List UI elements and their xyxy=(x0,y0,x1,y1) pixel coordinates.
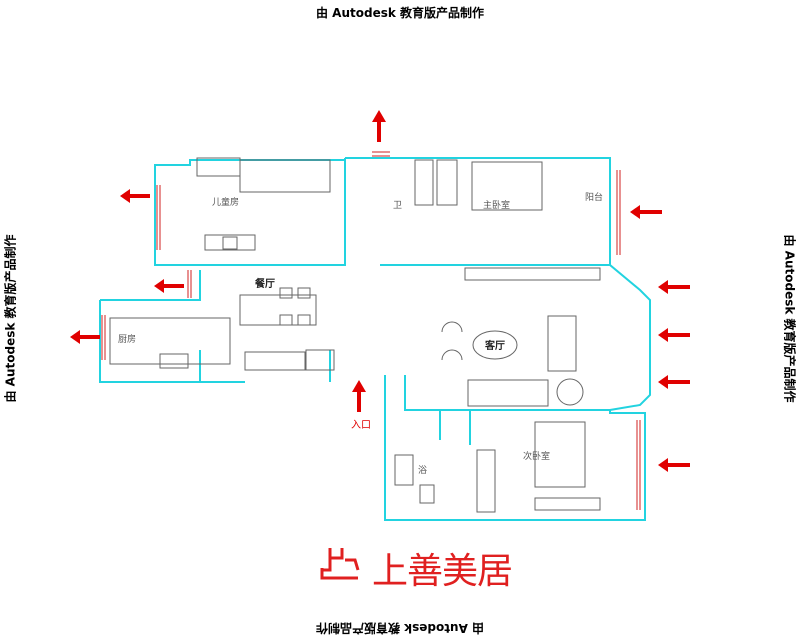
label-living: 客厅 xyxy=(484,339,505,352)
arrow-left-icon xyxy=(658,458,690,472)
arrow-entrance-icon xyxy=(352,380,366,412)
label-second-bedroom: 次卧室 xyxy=(523,450,550,462)
label-bath-2: 浴 xyxy=(418,465,427,476)
walls xyxy=(99,157,651,521)
label-entrance: 入口 xyxy=(351,420,371,431)
label-kitchen: 厨房 xyxy=(118,333,136,345)
label-bath: 卫 xyxy=(393,201,402,211)
label-master-bedroom: 主卧室 xyxy=(483,199,510,211)
arrow-up-icon xyxy=(372,110,386,142)
arrows xyxy=(70,110,690,472)
label-kids-room: 儿童房 xyxy=(212,196,239,208)
arrow-left-icon xyxy=(658,328,690,342)
watermark-top: 由 Autodesk 教育版产品制作 xyxy=(315,6,485,20)
logo-text: 上善美居 xyxy=(372,551,513,592)
arrow-left-icon xyxy=(154,279,184,293)
arrow-left-icon xyxy=(658,280,690,294)
arrow-left-icon xyxy=(120,189,150,203)
furniture xyxy=(109,157,601,513)
label-balcony: 阳台 xyxy=(585,191,603,203)
arrow-left-icon xyxy=(70,330,100,344)
label-dining: 餐厅 xyxy=(254,277,275,290)
arrow-left-icon xyxy=(630,205,662,219)
logo-mark-icon xyxy=(320,548,360,580)
windows xyxy=(101,151,641,510)
arrow-left-icon xyxy=(658,375,690,389)
